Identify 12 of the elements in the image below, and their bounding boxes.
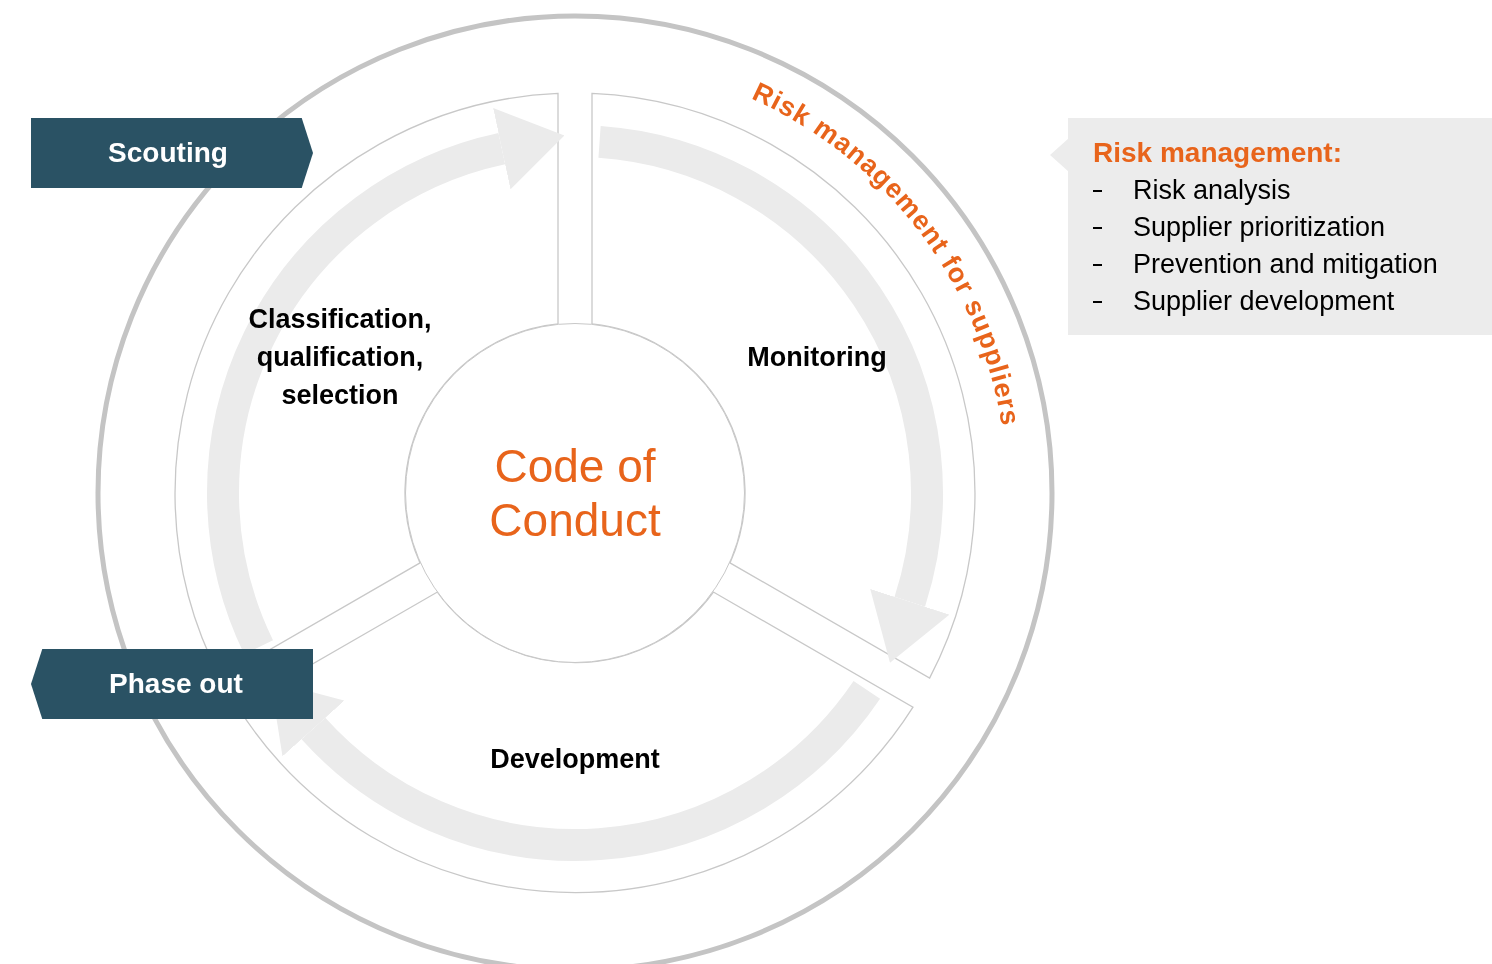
tag-arrow-right: Scouting	[31, 118, 313, 188]
segment-label: Classification, qualification, selection	[247, 303, 433, 412]
center-title: Code of Conduct	[488, 439, 662, 547]
panel-heading: Risk management:	[1093, 136, 1342, 170]
tag-arrow-left: Phase out	[31, 649, 313, 719]
list-item: Prevention and mitigation	[1133, 248, 1438, 282]
list-item: Supplier development	[1133, 285, 1395, 319]
cycle-arrow	[597, 126, 951, 664]
list-item: Risk analysis	[1133, 174, 1291, 208]
list-item: Supplier prioritization	[1133, 211, 1386, 245]
segment-label: Development	[489, 743, 661, 776]
segment-label: Monitoring	[746, 341, 888, 374]
